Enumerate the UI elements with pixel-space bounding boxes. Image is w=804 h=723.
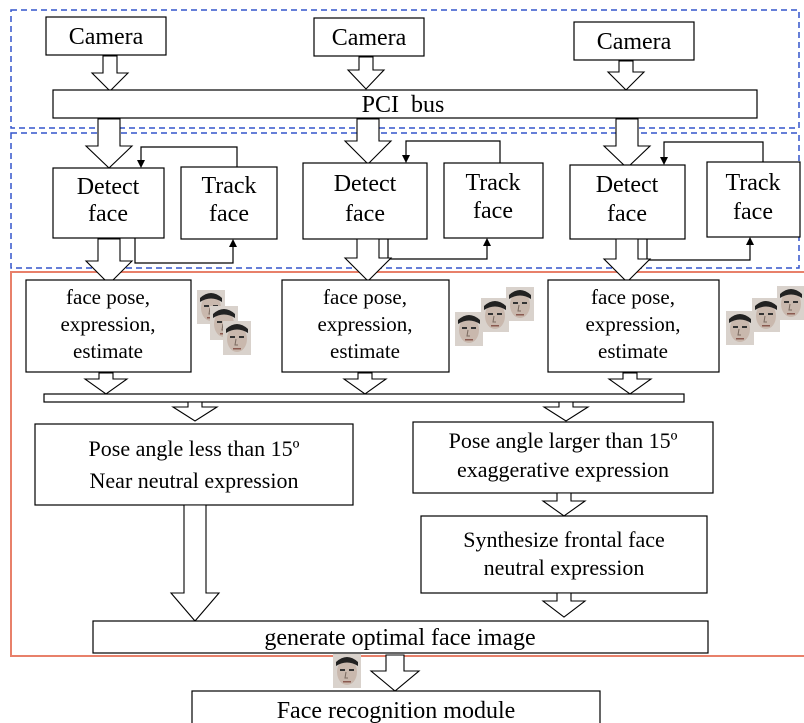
estimate-box-2	[281, 279, 450, 373]
camera-label-3: Camera	[597, 29, 672, 55]
arrow-bar-to-right-branch	[542, 401, 590, 422]
arrow-detect-to-estimate-2	[343, 238, 393, 282]
synthesize-box	[420, 515, 708, 594]
arrow-generate-to-recognition	[369, 654, 421, 692]
estimate-box-3	[547, 279, 720, 373]
arrow-synthesize-to-generate	[541, 592, 587, 618]
arrow-detect-to-estimate-3	[602, 238, 652, 283]
track-loop-top-1	[140, 146, 238, 167]
camera-box-3	[573, 21, 695, 61]
track-face-box-3	[706, 161, 801, 238]
arrow-detect-to-estimate-1	[84, 238, 134, 285]
camera-box-2	[313, 17, 425, 57]
generate-optimal-face-label: generate optimal face image	[264, 625, 535, 651]
face-recognition-module-label: Face recognition module	[277, 698, 516, 723]
track-loop-bottom-1	[134, 238, 234, 264]
arrow-to-synthesize	[541, 492, 587, 517]
track-loop-head-top-2	[402, 155, 410, 163]
track-loop-head-bottom-2	[483, 238, 491, 246]
track-face-box-1	[180, 166, 278, 240]
arrow-estimate-to-bar-3	[607, 372, 653, 395]
arrow-camera-3	[606, 60, 646, 91]
track-loop-head-bottom-1	[229, 239, 237, 247]
arrow-estimate-to-bar-2	[342, 372, 388, 395]
estimate-label-2: face pose,expression,estimate	[317, 285, 412, 363]
estimate-label-3: face pose,expression,estimate	[585, 285, 680, 363]
track-loop-top-2	[405, 140, 501, 163]
pci-bus-box	[52, 89, 758, 119]
generate-optimal-face-box	[92, 620, 709, 654]
arrow-bus-to-detect-3	[602, 118, 652, 169]
merge-bar	[43, 393, 685, 403]
arrow-camera-2	[346, 56, 386, 90]
track-loop-head-bottom-3	[746, 237, 754, 245]
arrow-left-branch-to-generate	[169, 504, 221, 622]
arrow-bus-to-detect-2	[343, 118, 393, 165]
track-face-box-2	[443, 162, 544, 239]
track-loop-head-top-3	[660, 157, 668, 165]
estimate-box-1	[25, 279, 192, 373]
face-thumbnails-3	[725, 285, 804, 346]
arrow-camera-1	[90, 55, 130, 92]
camera-box-1	[45, 16, 167, 56]
pose-less-than-15-box	[34, 423, 354, 506]
camera-label-2: Camera	[332, 25, 407, 51]
estimation-frame	[10, 271, 804, 657]
output-face-thumbnail	[332, 653, 362, 689]
detect-face-box-1	[52, 167, 165, 239]
face-recognition-module-box	[191, 690, 601, 723]
track-loop-top-3	[663, 141, 764, 162]
arrow-estimate-to-bar-1	[83, 372, 129, 395]
estimate-label-1: face pose,expression,estimate	[60, 285, 155, 363]
track-loop-head-top-1	[137, 160, 145, 168]
pci-bus-label: PCI bus	[362, 92, 445, 118]
track-loop-bottom-3	[646, 239, 751, 261]
track-loop-bottom-2	[387, 239, 488, 260]
arrow-bar-to-left-branch	[171, 401, 219, 422]
face-thumbnails-2	[454, 286, 535, 347]
detect-face-box-3	[569, 164, 686, 240]
face-thumbnails-1	[196, 289, 252, 356]
camera-bus-frame	[10, 9, 800, 129]
arrow-bus-to-detect-1	[84, 118, 134, 169]
camera-label-1: Camera	[69, 24, 144, 50]
